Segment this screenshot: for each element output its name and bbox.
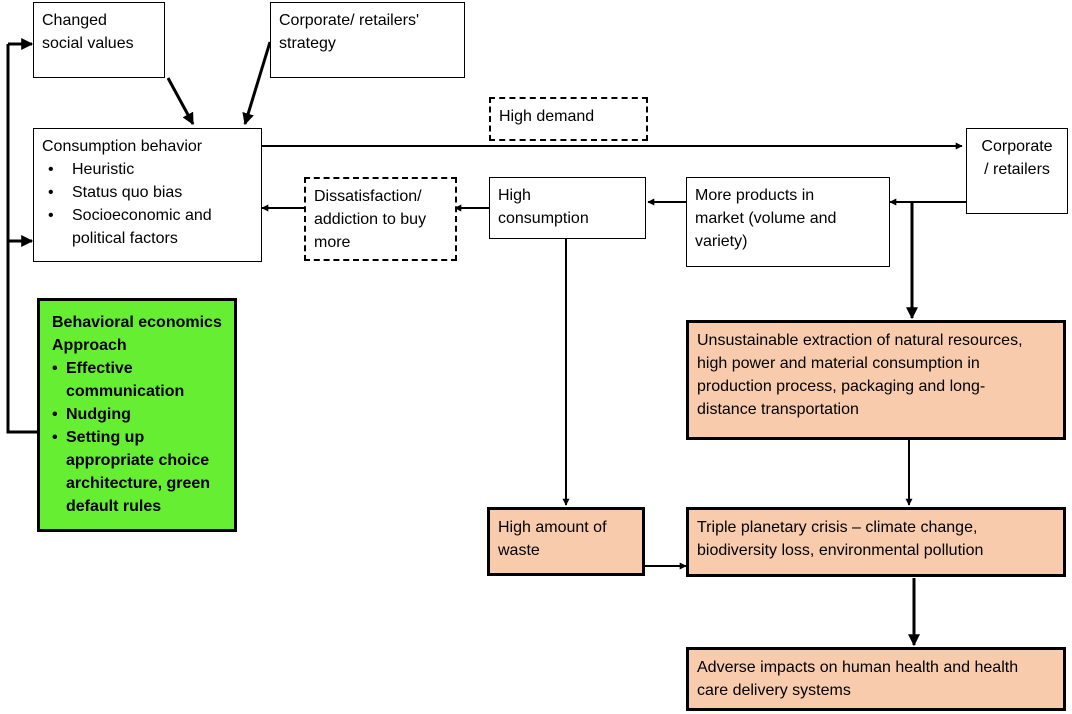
node-more-products: More products in market (volume and vari… [686, 177, 890, 267]
node-line: More products in [695, 187, 815, 204]
node-line: High amount of [498, 519, 607, 536]
node-line: biodiversity loss, environmental polluti… [697, 542, 984, 559]
node-line: Adverse impacts on human health and heal… [697, 659, 1019, 676]
node-line: more [314, 234, 351, 251]
bullet-continuation: appropriate choice [66, 452, 210, 469]
node-line: care delivery systems [697, 682, 851, 699]
bullet-continuation: political factors [72, 230, 178, 247]
node-line: Triple planetary crisis – climate change… [697, 519, 978, 536]
arrow-strategy-to-consumption [242, 41, 272, 126]
node-line: consumption [498, 210, 589, 227]
node-triple-crisis: Triple planetary crisis – climate change… [686, 507, 1066, 577]
node-high-demand: High demand [489, 97, 648, 141]
node-line: High demand [499, 108, 595, 125]
node-line: high power and material consumption in [697, 355, 980, 372]
node-adverse-impacts: Adverse impacts on human health and heal… [686, 647, 1066, 711]
bullet-item: Effective [52, 357, 222, 380]
node-line: Corporate [981, 138, 1053, 155]
bullet-list: Nudging Setting up [52, 403, 222, 449]
bullet-item: Status quo bias [42, 181, 253, 204]
node-line: distance transportation [697, 401, 859, 418]
bullet-item: Socioeconomic and [42, 204, 253, 227]
node-high-waste: High amount of waste [487, 507, 645, 576]
node-line: Unsustainable extraction of natural reso… [697, 332, 1023, 349]
node-line: production process, packaging and long- [697, 378, 986, 395]
bullet-list: Heuristic Status quo bias Socioeconomic … [42, 158, 253, 227]
bullet-continuation: default rules [66, 498, 162, 515]
node-line: social values [42, 35, 134, 52]
node-line: / retailers [984, 161, 1050, 178]
node-line: variety) [695, 233, 748, 250]
bullet-continuation: communication [66, 383, 185, 400]
node-line: market (volume and [695, 210, 837, 227]
node-corporate-retailers: Corporate / retailers [966, 128, 1068, 214]
node-line: addiction to buy [314, 211, 427, 228]
node-line: High [498, 187, 531, 204]
bullet-item: Setting up [52, 426, 222, 449]
node-line: Changed [42, 12, 107, 29]
bullet-item: Nudging [52, 403, 222, 426]
feedback-loop-line [6, 44, 38, 434]
node-line: strategy [279, 35, 336, 52]
node-title: Approach [52, 337, 127, 354]
bullet-continuation: architecture, green [66, 475, 211, 492]
node-title: Consumption behavior [42, 138, 203, 155]
node-line: Dissatisfaction/ [314, 188, 422, 205]
node-line: Corporate/ retailers' [279, 12, 419, 29]
node-unsustainable-extraction: Unsustainable extraction of natural reso… [686, 320, 1066, 440]
node-high-consumption: High consumption [489, 177, 646, 239]
node-consumption-behavior: Consumption behavior Heuristic Status qu… [33, 128, 262, 262]
node-changed-social-values: Changed social values [33, 2, 165, 78]
node-corporate-strategy: Corporate/ retailers' strategy [270, 2, 465, 78]
node-behavioral-economics: Behavioral economics Approach Effective … [37, 298, 237, 532]
arrow-social-values-to-consumption [166, 77, 195, 126]
node-dissatisfaction: Dissatisfaction/ addiction to buy more [304, 177, 457, 261]
bullet-list: Effective [52, 357, 222, 380]
node-title: Behavioral economics [52, 314, 222, 331]
node-line: waste [498, 542, 540, 559]
bullet-item: Heuristic [42, 158, 253, 181]
